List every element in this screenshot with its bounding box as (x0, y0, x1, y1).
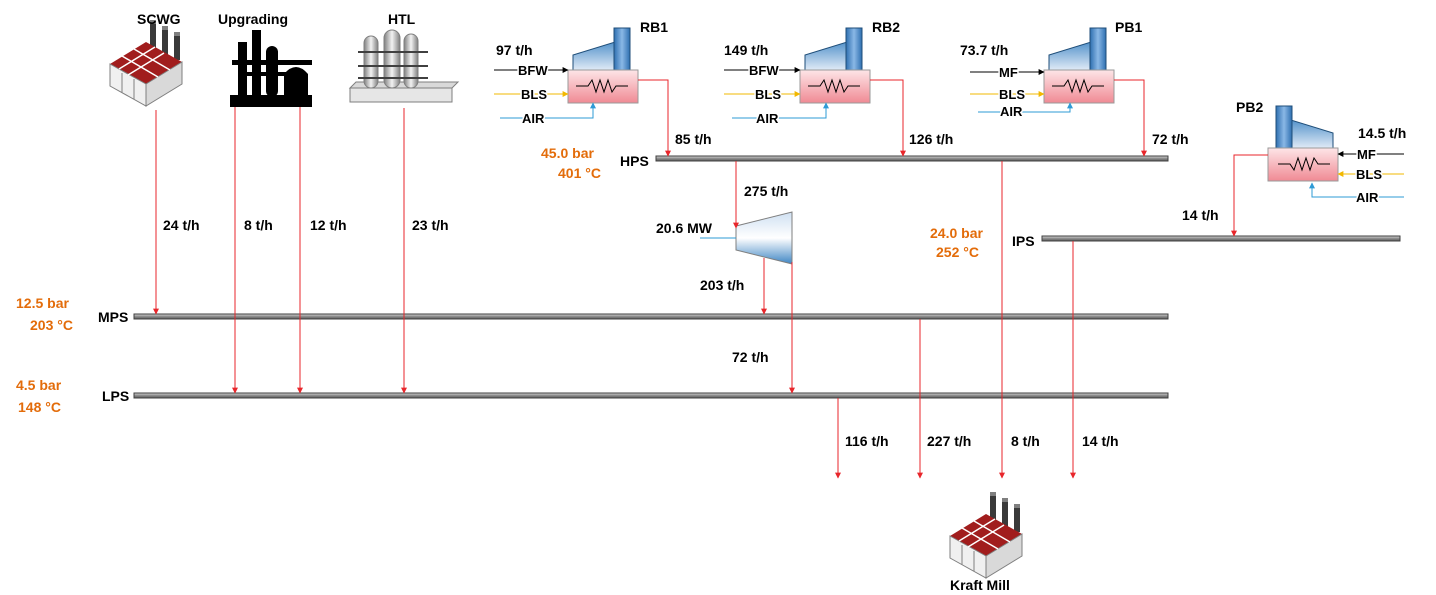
rb1-air-label: AIR (522, 111, 545, 126)
pb2-air-arrow (1309, 182, 1404, 198)
rb2-boiler-icon (799, 27, 871, 104)
ips-header (1041, 235, 1401, 242)
rb1-bfw-label: BFW (518, 63, 548, 78)
turbine-mps-extraction-rate: 203 t/h (700, 277, 744, 293)
rb1-boiler-icon (567, 27, 639, 104)
scwg-factory-icon (109, 19, 183, 107)
pb1-air-label: AIR (1000, 104, 1023, 119)
pb2-steam-rate: 14 t/h (1182, 207, 1219, 223)
ips-to-mill-rate: 14 t/h (1082, 433, 1119, 449)
rb2-steam-rate: 126 t/h (909, 131, 953, 147)
scwg-label: SCWG (137, 11, 181, 27)
pb2-bls-label: BLS (1356, 167, 1382, 182)
upgrading-label: Upgrading (218, 11, 288, 27)
rb2-bfw-label: BFW (749, 63, 779, 78)
mps-to-mill-rate: 227 t/h (927, 433, 971, 449)
pb1-boiler-icon (1043, 27, 1115, 104)
lps-header-label: LPS (102, 388, 129, 404)
pb1-bls-label: BLS (999, 87, 1025, 102)
ips-temperature: 252 °C (936, 244, 979, 260)
upgrading-steam-rate-a: 8 t/h (244, 217, 273, 233)
htl-reactor-icon (348, 29, 460, 103)
hps-header-label: HPS (620, 153, 649, 169)
pb2-mf-label: MF (1357, 147, 1376, 162)
mps-header (133, 313, 1169, 320)
pb1-label: PB1 (1115, 19, 1142, 35)
pb2-boiler-icon (1267, 105, 1339, 182)
rb2-air-label: AIR (756, 111, 779, 126)
turbine-inlet-rate: 275 t/h (744, 183, 788, 199)
rb2-feed-rate: 149 t/h (724, 42, 768, 58)
kraft-mill-factory-icon (949, 491, 1023, 579)
lps-pressure: 4.5 bar (16, 377, 62, 393)
pb2-steam-line (1231, 154, 1268, 237)
rb1-air-arrow (500, 102, 596, 119)
pb2-air-label: AIR (1356, 190, 1379, 205)
hps-pressure: 45.0 bar (541, 145, 594, 161)
turbine-lps-exhaust-rate: 72 t/h (732, 349, 769, 365)
pb1-mf-label: MF (999, 65, 1018, 80)
turbine-power: 20.6 MW (656, 220, 713, 236)
hps-header (655, 155, 1169, 162)
pb1-feed-rate: 73.7 t/h (960, 42, 1008, 58)
htl-label: HTL (388, 11, 416, 27)
mps-pressure: 12.5 bar (16, 295, 69, 311)
mps-temperature: 203 °C (30, 317, 73, 333)
lps-temperature: 148 °C (18, 399, 61, 415)
rb1-label: RB1 (640, 19, 668, 35)
rb2-steam-line (870, 79, 906, 157)
kraft-mill-label: Kraft Mill (950, 577, 1010, 593)
pb2-label: PB2 (1236, 99, 1263, 115)
scwg-steam-rate: 24 t/h (163, 217, 200, 233)
rb1-steam-rate: 85 t/h (675, 131, 712, 147)
rb1-bls-label: BLS (521, 87, 547, 102)
mps-header-label: MPS (98, 309, 128, 325)
steam-turbine-icon (735, 211, 793, 265)
rb2-bls-label: BLS (755, 87, 781, 102)
ips-pressure: 24.0 bar (930, 225, 983, 241)
htl-steam-rate: 23 t/h (412, 217, 449, 233)
rb1-feed-rate: 97 t/h (496, 42, 533, 58)
rb2-air-arrow (732, 102, 829, 119)
hps-to-mill-rate: 8 t/h (1011, 433, 1040, 449)
lps-header (133, 392, 1169, 399)
ips-header-label: IPS (1012, 233, 1035, 249)
lps-to-mill-rate: 116 t/h (845, 433, 889, 449)
pb1-steam-line (1114, 79, 1147, 157)
pb1-air-arrow (978, 102, 1073, 113)
rb1-steam-line (638, 79, 671, 157)
hps-temperature: 401 °C (558, 165, 601, 181)
pb1-steam-rate: 72 t/h (1152, 131, 1189, 147)
upgrading-steam-rate-b: 12 t/h (310, 217, 347, 233)
pb2-feed-rate: 14.5 t/h (1358, 125, 1406, 141)
upgrading-refinery-icon (230, 30, 312, 107)
rb2-label: RB2 (872, 19, 900, 35)
